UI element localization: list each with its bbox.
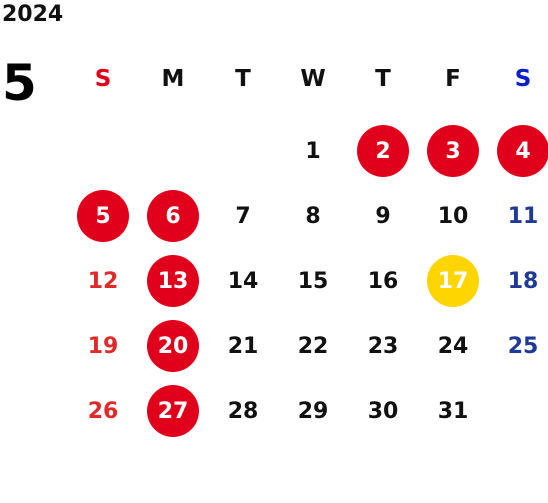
day-cell: 20 [147,320,199,372]
weekday-header-monday: M [161,66,185,92]
day-cell: 5 [77,190,129,242]
weekday-header-saturday: S [514,66,532,92]
month-number: 5 [2,54,37,112]
day-cell: 21 [227,333,259,359]
day-cell: 9 [375,203,391,229]
weekday-header-tuesday: T [235,66,251,92]
weekday-header-thursday: T [375,66,391,92]
day-cell: 23 [367,333,399,359]
year-label: 2024 [2,2,64,27]
day-cell: 29 [297,398,329,424]
day-cell: 11 [507,203,539,229]
day-cell: 26 [87,398,119,424]
day-cell: 28 [227,398,259,424]
day-cell: 16 [367,268,399,294]
day-cell: 1 [305,138,321,164]
day-cell: 4 [497,125,548,177]
weekday-header-wednesday: W [300,66,326,92]
day-cell: 31 [437,398,469,424]
day-cell: 19 [87,333,119,359]
day-cell: 13 [147,255,199,307]
day-cell: 27 [147,385,199,437]
weekday-header-sunday: S [94,66,112,92]
day-cell: 24 [437,333,469,359]
day-cell: 3 [427,125,479,177]
day-cell: 8 [305,203,321,229]
day-cell: 2 [357,125,409,177]
day-cell: 7 [235,203,251,229]
day-cell: 14 [227,268,259,294]
day-cell: 18 [507,268,539,294]
weekday-header-friday: F [445,66,461,92]
day-cell: 10 [437,203,469,229]
day-cell: 22 [297,333,329,359]
day-cell: 15 [297,268,329,294]
day-cell: 6 [147,190,199,242]
day-cell: 25 [507,333,539,359]
day-cell: 12 [87,268,119,294]
day-cell: 17 [427,255,479,307]
day-cell: 30 [367,398,399,424]
